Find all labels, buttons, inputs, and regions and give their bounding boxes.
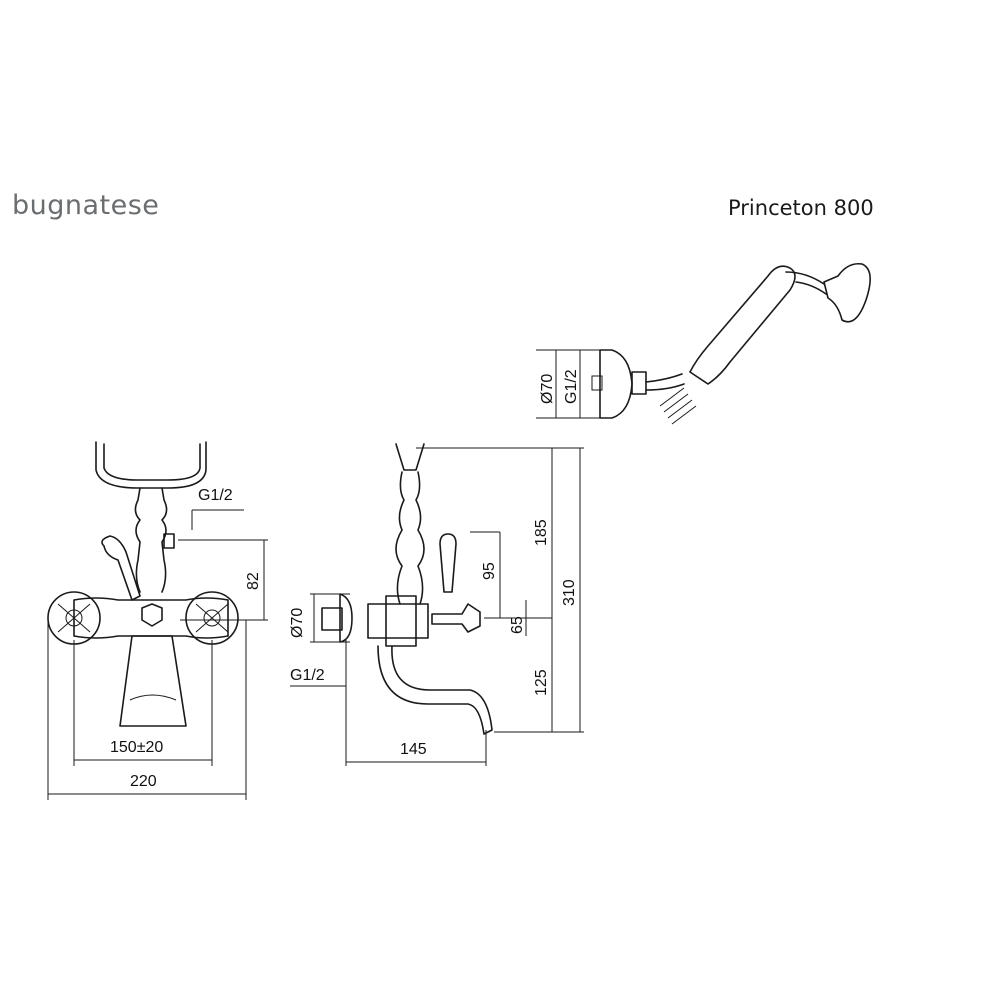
wall-flange	[339, 593, 353, 643]
wall-nut	[321, 607, 343, 631]
front-stem	[134, 487, 168, 593]
side-dim-125: 125	[533, 669, 550, 696]
shower-head	[823, 262, 871, 323]
side-total-height: 310	[561, 579, 578, 606]
side-spout	[377, 645, 493, 735]
side-dim-65: 65	[509, 616, 526, 634]
side-view: Ø70 G1/2 145 95 65 125 185	[289, 443, 584, 766]
hose-connector	[659, 387, 697, 425]
shower-handle	[689, 265, 796, 385]
side-stem	[395, 471, 425, 605]
front-centers-label: 150±20	[110, 739, 163, 756]
side-reach-label: 145	[400, 741, 427, 758]
shower-cradle	[95, 441, 207, 489]
product-name: Princeton 800	[728, 196, 874, 220]
side-body	[367, 603, 429, 639]
front-height-82: 82	[245, 572, 262, 590]
side-dim-185: 185	[533, 519, 550, 546]
side-thread-label: G1/2	[290, 667, 325, 684]
lever-handle-side	[439, 533, 457, 593]
shower-hose	[645, 373, 683, 383]
front-body	[73, 597, 229, 639]
hand-shower-diameter: Ø70	[539, 374, 556, 404]
brand-logo: bugnatese	[12, 190, 160, 221]
front-view: G1/2 82 150±20 220	[47, 441, 268, 800]
front-thread-label: G1/2	[198, 487, 233, 504]
shower-outlet-front	[163, 533, 175, 549]
center-hex-nut	[141, 603, 163, 627]
side-diameter-label: Ø70	[289, 608, 306, 638]
hand-shower-dimensions: Ø70 G1/2	[536, 349, 606, 419]
side-cradle	[395, 443, 425, 471]
side-dim-95: 95	[481, 562, 498, 580]
cross-handle-side	[431, 603, 481, 633]
side-dimensions: Ø70 G1/2 145 95 65 125 185	[289, 447, 584, 766]
front-spout	[119, 635, 187, 727]
lever-handle-front	[101, 535, 141, 601]
front-dimensions: G1/2 82 150±20 220	[47, 487, 268, 800]
hand-shower-view: Ø70 G1/2	[536, 262, 871, 425]
hand-shower-thread: G1/2	[563, 369, 580, 404]
wall-outlet	[599, 349, 633, 419]
front-width-label: 220	[130, 773, 157, 790]
